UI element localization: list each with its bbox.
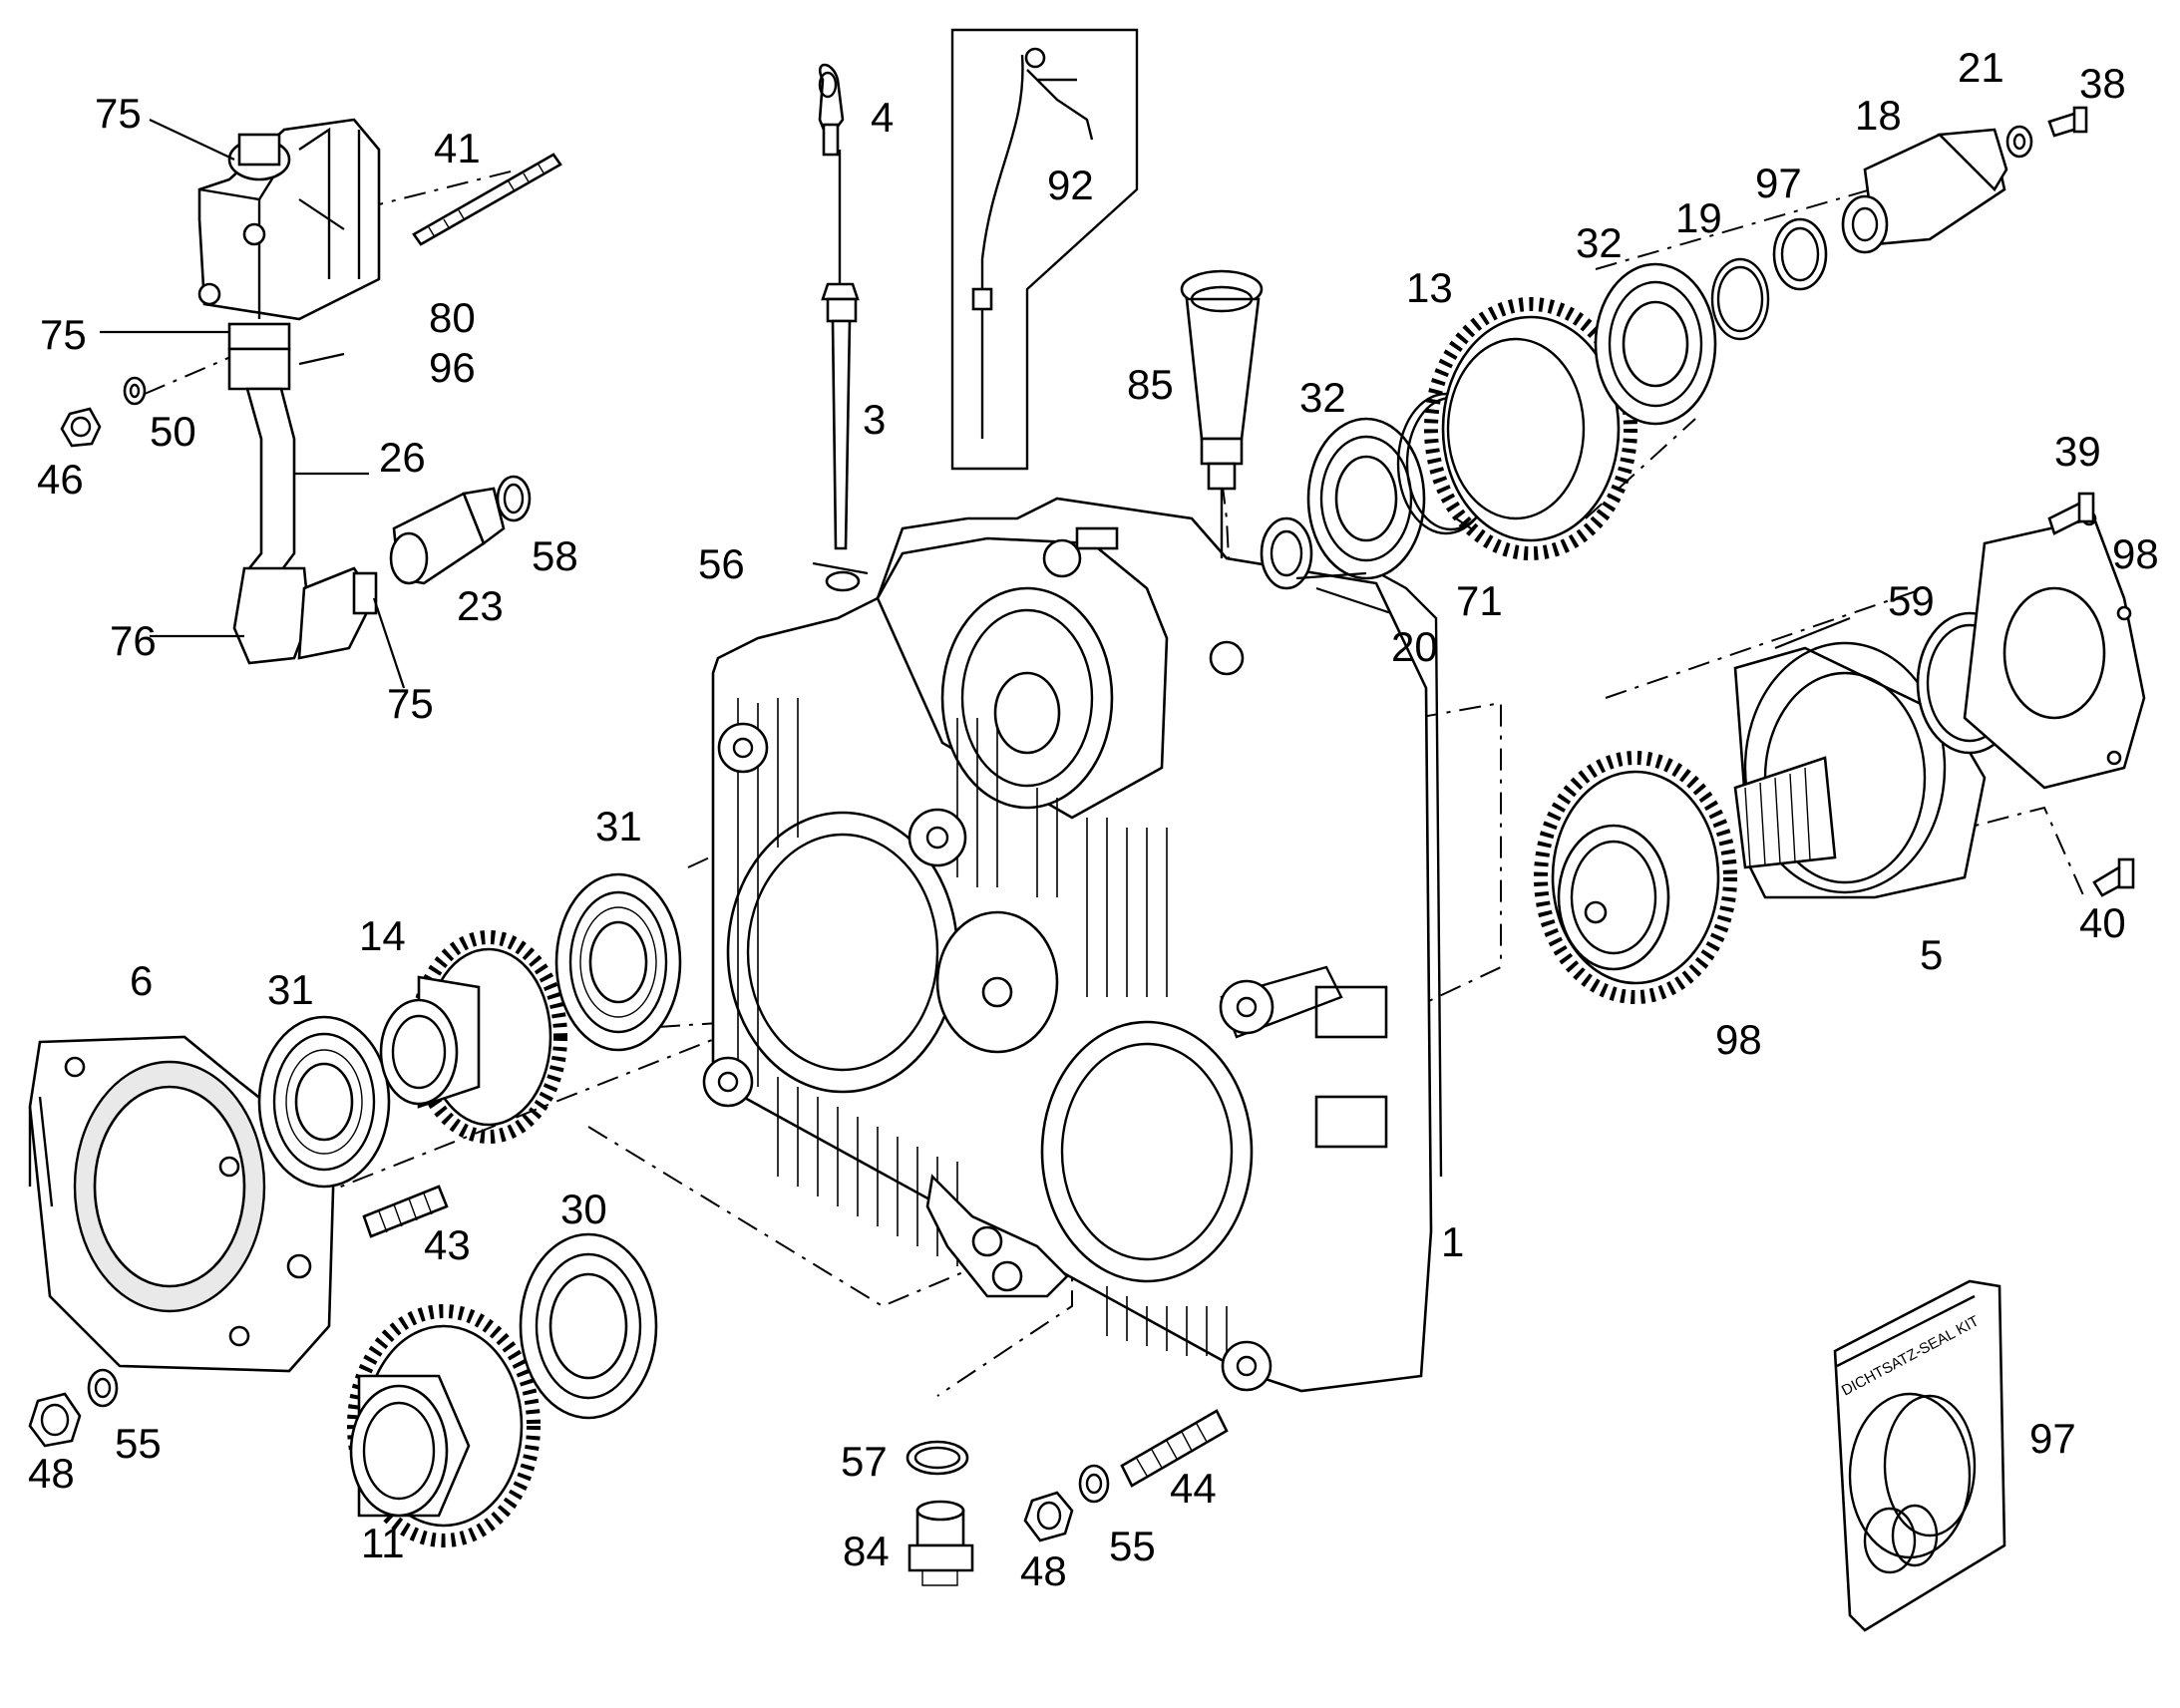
label-19: 19	[1675, 194, 1722, 241]
label-1: 1	[1441, 1218, 1464, 1265]
part-38-screw	[2047, 106, 2088, 138]
part-84-drain-plug	[908, 1500, 974, 1586]
label-46: 46	[37, 456, 84, 503]
part-92-box	[950, 28, 1139, 471]
label-32b: 32	[1299, 374, 1346, 421]
part-4-dipstick-handle	[818, 63, 845, 157]
label-75b: 75	[40, 311, 87, 358]
label-59: 59	[1888, 577, 1935, 624]
part-32-bearing-front	[1306, 417, 1426, 580]
part-97-o-ring-upper	[1772, 217, 1828, 291]
part-11-gear	[347, 1304, 541, 1547]
label-98a: 98	[2112, 530, 2159, 577]
part-98-cover-plate	[1963, 511, 2146, 790]
label-84: 84	[843, 1528, 890, 1574]
part-30-bearing	[519, 1232, 658, 1420]
part-13-gear	[1424, 297, 1637, 560]
label-18: 18	[1855, 92, 1902, 139]
part-97-seal-kit: DICHTSATZ-SEAL KIT	[1833, 1279, 2006, 1632]
housing-fins	[737, 698, 1228, 1361]
part-6-flange	[28, 1035, 336, 1373]
part-48-nut-right	[1023, 1491, 1074, 1542]
label-13: 13	[1406, 264, 1453, 311]
label-55a: 55	[115, 1420, 162, 1467]
label-32a: 32	[1576, 219, 1623, 266]
label-92: 92	[1047, 162, 1094, 208]
label-31a: 31	[267, 966, 314, 1013]
part-58-o-ring	[496, 475, 532, 522]
label-43: 43	[424, 1221, 471, 1268]
label-57: 57	[841, 1438, 888, 1485]
label-50: 50	[150, 408, 196, 455]
label-76: 76	[110, 617, 157, 664]
label-41: 41	[434, 125, 481, 171]
label-48a: 48	[28, 1450, 75, 1497]
label-5: 5	[1920, 931, 1943, 978]
label-30: 30	[560, 1186, 607, 1232]
label-26: 26	[379, 434, 426, 481]
label-20: 20	[1391, 623, 1438, 670]
label-97a: 97	[1755, 160, 1802, 206]
label-80: 80	[429, 294, 476, 341]
part-3-dipstick	[821, 150, 860, 550]
part-23-plug	[389, 487, 506, 585]
part-14-gear	[379, 930, 567, 1144]
part-39-screw	[2047, 492, 2095, 535]
part-50-washer	[123, 376, 147, 406]
label-14: 14	[359, 912, 406, 959]
label-75c: 75	[387, 680, 434, 727]
label-97b: 97	[2029, 1415, 2076, 1462]
part-46-nut	[60, 407, 102, 448]
label-48b: 48	[1020, 1547, 1067, 1594]
label-40: 40	[2079, 899, 2126, 946]
part-32-bearing-rear	[1594, 262, 1717, 426]
part-19-shim	[1710, 257, 1770, 341]
part-55-washer-left	[87, 1368, 119, 1408]
part-98-gear	[1534, 751, 1737, 1004]
label-23: 23	[457, 582, 504, 629]
label-31b: 31	[595, 803, 642, 850]
part-85-breather	[1180, 269, 1264, 558]
label-39: 39	[2054, 428, 2101, 475]
label-4: 4	[871, 94, 894, 141]
label-44: 44	[1170, 1465, 1217, 1512]
label-21: 21	[1958, 44, 2004, 91]
label-96: 96	[429, 344, 476, 391]
label-11: 11	[361, 1520, 405, 1566]
part-55-washer-right	[1078, 1464, 1110, 1504]
part-41-stud	[412, 153, 562, 246]
part-31-bearing-lower	[257, 1015, 391, 1189]
label-38: 38	[2079, 60, 2126, 107]
part-57-o-ring	[906, 1440, 969, 1476]
label-71: 71	[1456, 577, 1503, 624]
valve-assembly	[197, 118, 381, 665]
part-56-o-ring	[825, 570, 861, 592]
label-6: 6	[130, 957, 153, 1004]
part-40-screw	[2092, 857, 2135, 897]
part-labels: 1 3 4 5 6 11 13 14 18 19 20 21 23 26 30 …	[28, 44, 2159, 1594]
label-75a: 75	[95, 90, 142, 137]
part-18-sleeve	[1841, 128, 2008, 254]
label-56: 56	[698, 540, 745, 587]
leader-lines	[100, 119, 1851, 689]
part-21-washer	[2005, 125, 2033, 159]
label-55b: 55	[1109, 1523, 1156, 1569]
label-58: 58	[532, 532, 578, 579]
part-44-stud	[1120, 1409, 1229, 1488]
label-98b: 98	[1715, 1016, 1762, 1063]
part-48-nut-left	[28, 1392, 82, 1448]
label-3: 3	[863, 396, 886, 443]
part-31-bearing-upper	[554, 872, 682, 1052]
gearbox-housing	[702, 497, 1443, 1393]
label-85: 85	[1127, 361, 1174, 408]
part-43-stud	[362, 1185, 449, 1238]
part-20-seal	[1260, 516, 1313, 590]
